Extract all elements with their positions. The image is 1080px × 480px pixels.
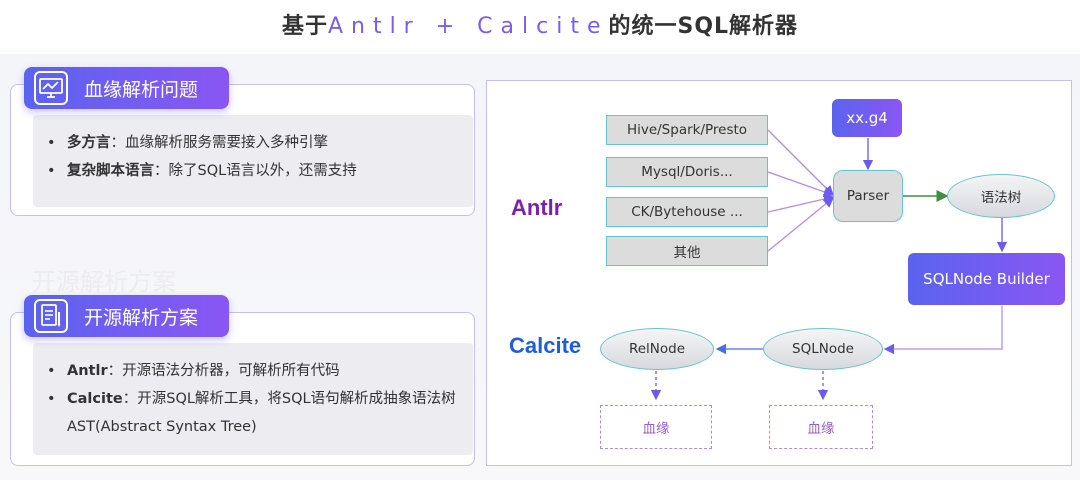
monitor-chart-icon: [34, 71, 68, 105]
document-pen-icon: [34, 299, 68, 333]
page-title: 基于Antlr + Calcite的统一SQL解析器: [0, 8, 1080, 40]
title-prefix: 基于: [281, 14, 328, 39]
source-other: 其他: [606, 236, 768, 266]
antlr-label: Antlr: [511, 195, 563, 220]
lineage-node-sqlnode: 血缘: [769, 405, 873, 449]
section-heading: 开源解析方案: [84, 306, 199, 329]
item-sep: ：: [122, 391, 138, 407]
item-sep: ：: [110, 135, 126, 151]
item-term: 复杂脚本语言: [67, 163, 154, 179]
source-mysql-doris: Mysql/Doris...: [606, 157, 768, 187]
parser-node: Parser: [833, 170, 903, 222]
arrow-builder-sqlnode: [883, 306, 1003, 355]
title-accent: Antlr + Calcite: [327, 14, 609, 39]
ghost-heading: 开源解析方案: [32, 268, 176, 296]
relnode-node: RelNode: [600, 328, 714, 370]
source-ck-bytehouse: CK/Bytehouse ...: [606, 197, 768, 227]
item-term: Antlr: [67, 363, 108, 379]
opensource-solution-body: • Antlr：开源语法分析器，可解析所有代码 • Calcite：开源SQL解…: [33, 343, 473, 455]
item-text: 开源语法分析器，可解析所有代码: [122, 363, 340, 379]
list-item: • Calcite：开源SQL解析工具，将SQL语句解析成抽象语法树AST(Ab…: [43, 385, 459, 441]
item-text: 除了SQL语言以外，还需支持: [168, 163, 357, 179]
section-heading: 血缘解析问题: [84, 78, 199, 101]
item-text: 开源SQL解析工具，将SQL语句解析成抽象语法树AST(Abstract Syn…: [67, 391, 456, 435]
bullet: •: [47, 391, 56, 407]
calcite-label: Calcite: [509, 333, 582, 358]
bullet: •: [47, 135, 56, 151]
list-item: • 复杂脚本语言：除了SQL语言以外，还需支持: [43, 157, 459, 185]
opensource-solution-header: 开源解析方案: [24, 295, 229, 337]
bullet: •: [47, 363, 56, 379]
list-item: • Antlr：开源语法分析器，可解析所有代码: [43, 357, 459, 385]
title-suffix: 的统一SQL解析器: [608, 14, 799, 39]
opensource-solution-section: • Antlr：开源语法分析器，可解析所有代码 • Calcite：开源SQL解…: [10, 312, 475, 466]
diagram-arrows: [650, 129, 1008, 401]
arrow-source-4: [767, 197, 835, 252]
item-term: Calcite: [67, 391, 123, 407]
grammar-file-node: xx.g4: [832, 99, 902, 137]
item-sep: ：: [107, 363, 123, 379]
item-text: 血缘解析服务需要接入多种引擎: [125, 135, 328, 151]
lineage-node-relnode: 血缘: [600, 405, 712, 449]
sqlnode-builder-node: SQLNode Builder: [908, 253, 1065, 305]
item-sep: ：: [154, 163, 169, 179]
arrow-source-2: [767, 171, 835, 197]
lineage-problem-body: • 多方言：血缘解析服务需要接入多种引擎 • 复杂脚本语言：除了SQL语言以外，…: [33, 115, 473, 207]
lineage-problem-header: 血缘解析问题: [24, 67, 229, 109]
source-hive-spark-presto: Hive/Spark/Presto: [606, 115, 768, 145]
list-item: • 多方言：血缘解析服务需要接入多种引擎: [43, 129, 459, 157]
syntax-tree-node: 语法树: [947, 174, 1055, 218]
arrow-source-3: [767, 193, 835, 213]
bullet: •: [47, 163, 56, 179]
item-term: 多方言: [67, 135, 111, 151]
diagram-frame: Antlr Calcite Hive/Spark/Presto Mysql/Do…: [486, 80, 1072, 466]
sqlnode-node: SQLNode: [763, 328, 883, 370]
arrow-source-1: [767, 129, 834, 196]
